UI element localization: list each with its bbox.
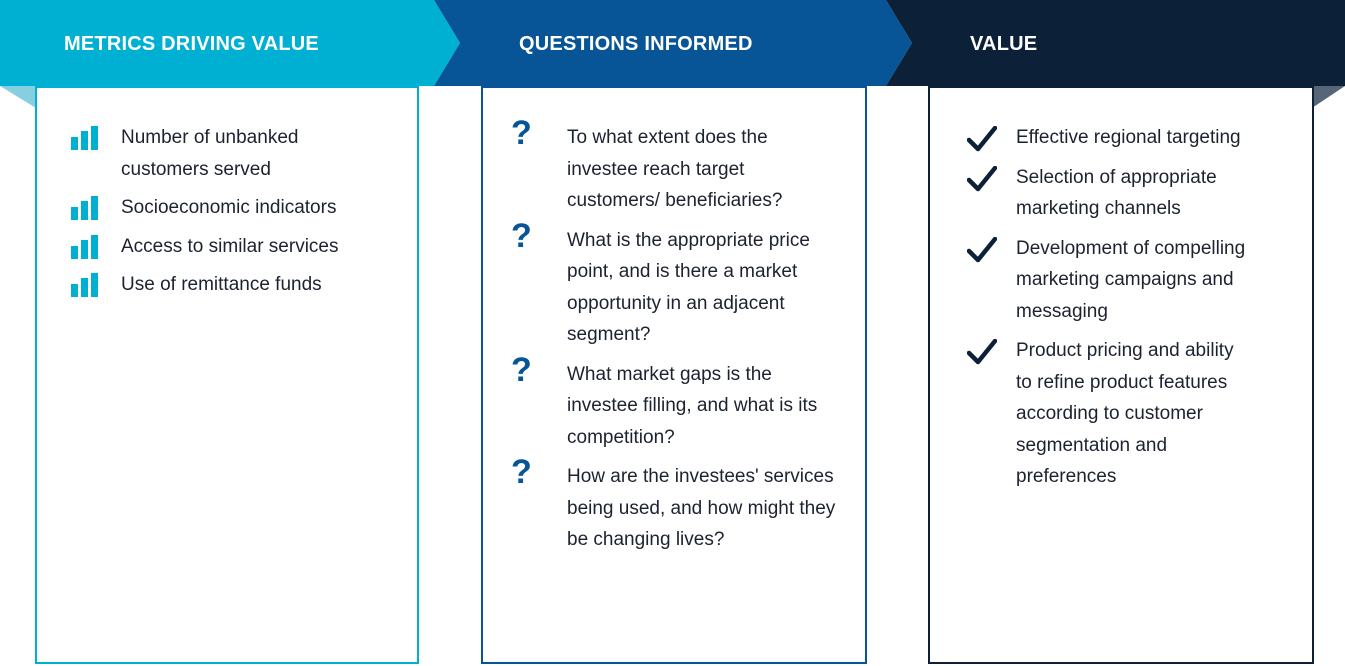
fold-corner-value <box>1312 86 1345 108</box>
list-questions: ? To what extent does the investee reach… <box>483 88 865 556</box>
list-item: Use of remittance funds <box>71 269 397 301</box>
list-item: Effective regional targeting <box>967 122 1292 154</box>
value-text: Product pricing and ability to refine pr… <box>1016 340 1234 487</box>
list-item: Selection of appropriate marketing chann… <box>967 162 1242 225</box>
list-item: ? What is the appropriate price point, a… <box>511 219 817 351</box>
list-item: Product pricing and ability to refine pr… <box>967 335 1252 493</box>
banner-value: VALUE <box>886 0 1345 86</box>
question-mark-icon: ? <box>511 453 532 491</box>
metric-text: Use of remittance funds <box>121 274 322 295</box>
question-text: What market gaps is the investee filling… <box>567 363 818 448</box>
banner-metrics: METRICS DRIVING VALUE <box>0 0 460 86</box>
column-title-questions: QUESTIONS INFORMED <box>519 33 753 55</box>
list-item: ? How are the investees' services being … <box>511 455 837 556</box>
value-text: Selection of appropriate marketing chann… <box>1016 166 1217 220</box>
bar-chart-icon <box>71 234 98 259</box>
value-text: Development of compelling marketing camp… <box>1016 237 1246 322</box>
list-item: ? What market gaps is the investee filli… <box>511 353 821 454</box>
list-metrics: Number of unbanked customers served Soci… <box>37 88 417 301</box>
question-text: How are the investees' services being us… <box>567 466 836 550</box>
list-item: Socioeconomic indicators <box>71 192 397 224</box>
fold-corner-metrics <box>0 86 36 108</box>
question-mark-icon: ? <box>511 216 532 255</box>
checkmark-icon <box>967 165 997 191</box>
panel-metrics: Number of unbanked customers served Soci… <box>35 86 419 664</box>
bar-chart-icon <box>71 196 98 220</box>
panel-questions: ? To what extent does the investee reach… <box>481 86 867 664</box>
question-mark-icon: ? <box>511 350 532 389</box>
question-text: What is the appropriate price point, and… <box>567 229 810 346</box>
column-title-value: VALUE <box>970 33 1038 55</box>
list-item: Access to similar services <box>71 231 397 263</box>
checkmark-icon <box>967 236 997 262</box>
banner-questions: QUESTIONS INFORMED <box>434 0 912 86</box>
metric-text: Socioeconomic indicators <box>121 197 337 218</box>
bar-chart-icon <box>71 126 98 150</box>
column-title-metrics: METRICS DRIVING VALUE <box>64 33 319 55</box>
metric-text: Access to similar services <box>121 235 339 257</box>
bar-chart-icon <box>71 273 98 297</box>
question-text: To what extent does the investee reach t… <box>567 127 783 211</box>
metric-text: Number of unbanked customers served <box>121 127 299 180</box>
panel-value: Effective regional targeting Selection o… <box>928 86 1314 664</box>
list-value: Effective regional targeting Selection o… <box>930 88 1312 493</box>
list-item: ? To what extent does the investee reach… <box>511 116 835 217</box>
list-item: Development of compelling marketing camp… <box>967 233 1284 328</box>
list-item: Number of unbanked customers served <box>71 122 341 185</box>
question-mark-icon: ? <box>511 114 532 152</box>
checkmark-icon <box>967 339 997 365</box>
checkmark-icon <box>967 126 997 152</box>
value-text: Effective regional targeting <box>1016 127 1241 148</box>
